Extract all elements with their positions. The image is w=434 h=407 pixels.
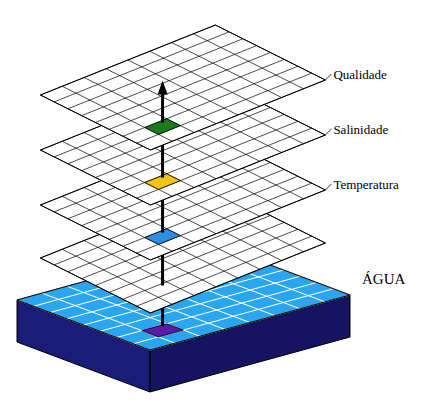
layer-grid (194, 34, 304, 89)
layer-grid (215, 25, 325, 80)
layer-grid (150, 80, 325, 150)
leader-line (325, 129, 331, 135)
leader-line (325, 184, 331, 190)
layer-grid (150, 51, 260, 106)
layer-grid (137, 73, 312, 143)
arrow-head (158, 81, 168, 95)
layer-label: Temperatura (333, 178, 399, 191)
leader-line (325, 74, 331, 80)
base-label: ÁGUA (362, 272, 405, 287)
layer-plane (40, 25, 325, 150)
layer-grid (150, 135, 325, 205)
link-arrow (161, 93, 164, 123)
layer-grid (150, 190, 325, 260)
layer-grid (172, 43, 282, 98)
layer-label: Salinidade (333, 123, 388, 136)
layer-label: Qualidade (333, 68, 386, 81)
layer-grid (150, 243, 325, 313)
